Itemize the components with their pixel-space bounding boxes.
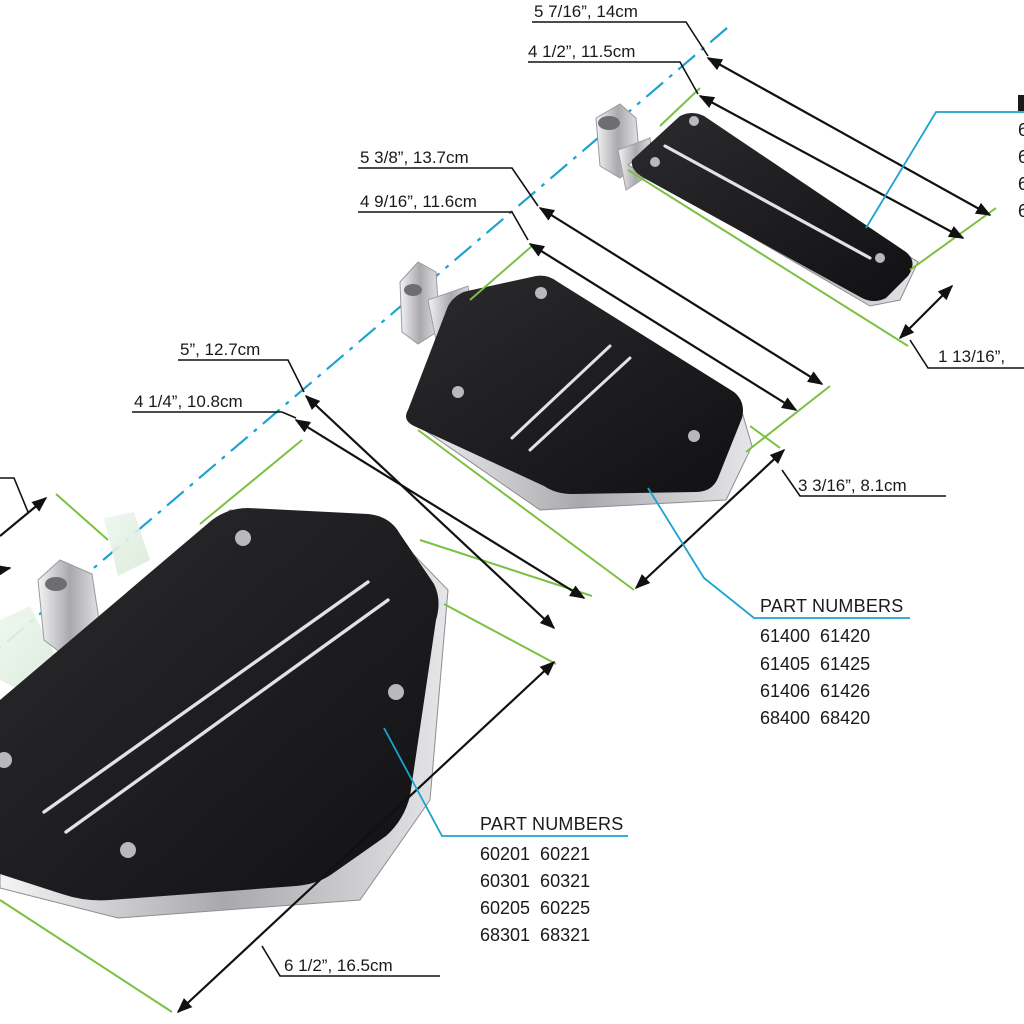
board-overall-length-label: 5”, 12.7cm xyxy=(180,340,260,359)
mini-board-part-number-row: 61405 61425 xyxy=(760,654,870,674)
mini-board-part-numbers-title: PART NUMBERS xyxy=(760,596,903,616)
part-number-leaders xyxy=(383,111,1024,837)
mini-floorboard-image xyxy=(399,261,753,511)
mini-board-width-label: 3 3/16”, 8.1cm xyxy=(798,476,907,495)
mini-board-part-numbers: PART NUMBERS 61400 61420 61405 61425 614… xyxy=(760,596,903,728)
board-pad-length-label: 4 1/4”, 10.8cm xyxy=(134,392,243,411)
label-leaders xyxy=(0,21,1024,977)
mini-board-part-number-row: 61400 61420 xyxy=(760,626,870,646)
peg-part-numbers: 6 6 6 6 xyxy=(1018,95,1024,221)
peg-part-number-row: 6 xyxy=(1018,174,1024,194)
peg-part-number-row: 6 xyxy=(1018,120,1024,140)
floorboard-image xyxy=(0,508,449,919)
mini-board-pad-length-label: 4 9/16”, 11.6cm xyxy=(360,192,477,211)
mini-board-part-number-row: 68400 68420 xyxy=(760,708,870,728)
board-part-number-row: 60205 60225 xyxy=(480,898,590,918)
peg-overall-length-label: 5 7/16”, 14cm xyxy=(534,2,638,21)
dimension-lines xyxy=(0,57,992,1014)
board-part-number-row: 60201 60221 xyxy=(480,844,590,864)
peg-part-number-row: 6 xyxy=(1018,201,1024,221)
peg-pad-length-label: 4 1/2”, 11.5cm xyxy=(528,42,635,61)
mini-board-overall-length-label: 5 3/8”, 13.7cm xyxy=(360,148,469,167)
board-part-number-row: 68301 68321 xyxy=(480,925,590,945)
board-width-label: 6 1/2”, 16.5cm xyxy=(284,956,393,975)
board-part-numbers: PART NUMBERS 60201 60221 60301 60321 602… xyxy=(480,814,623,945)
footpeg-image xyxy=(595,103,919,307)
peg-part-numbers-title-fragment xyxy=(1018,95,1024,111)
board-part-numbers-title: PART NUMBERS xyxy=(480,814,623,834)
peg-width-label: 1 13/16”, xyxy=(938,347,1005,366)
board-part-number-row: 60301 60321 xyxy=(480,871,590,891)
mini-board-part-number-row: 61406 61426 xyxy=(760,681,870,701)
peg-part-number-row: 6 xyxy=(1018,147,1024,167)
